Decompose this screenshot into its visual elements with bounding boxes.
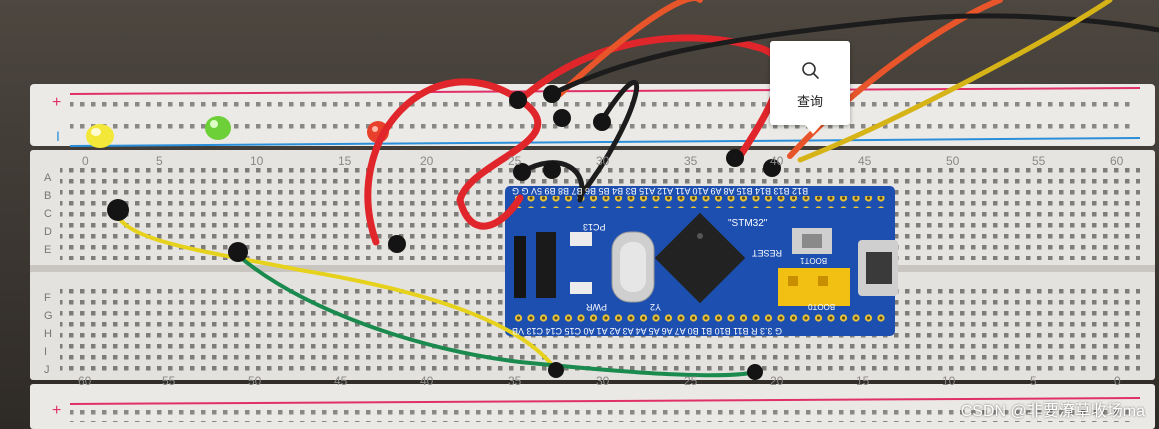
column-number: 40 (420, 374, 434, 388)
board-bottom-pins: G 3.3 R B11 B10 B1 B0 A7 A6 A5 A4 A3 A2 … (512, 326, 783, 336)
column-number: 60 (78, 374, 92, 388)
column-number: 45 (334, 374, 348, 388)
column-number: 55 (162, 374, 176, 388)
board-label: Y2 (650, 302, 662, 312)
yellow-wire (797, 0, 1113, 163)
column-number: 50 (946, 154, 960, 168)
column-number: 35 (684, 154, 698, 168)
led-green (205, 116, 231, 140)
rail-minus-label: I (56, 128, 60, 144)
column-number: 40 (770, 154, 784, 168)
search-icon (802, 62, 819, 79)
board-label: BOOT0 (808, 302, 836, 311)
rail-plus-label: + (52, 94, 62, 111)
column-number: 0 (1114, 374, 1121, 388)
row-label: C (44, 208, 52, 220)
board-label: PC13 (583, 222, 606, 232)
row-label: A (44, 172, 52, 184)
board-top-pins: B12 B13 B14 B15 A8 A9 A10 A11 A12 A15 B3… (512, 186, 809, 196)
search-popup[interactable]: 查询 (770, 41, 850, 134)
column-number: 15 (338, 154, 352, 168)
orange-wire (557, 0, 703, 97)
boot-jumpers (778, 268, 850, 306)
column-number: 30 (596, 154, 610, 168)
column-number: 55 (1032, 154, 1046, 168)
column-number: 5 (1030, 374, 1037, 388)
column-number: 25 (684, 374, 698, 388)
column-number: 35 (508, 374, 522, 388)
column-number: 5 (156, 154, 163, 168)
column-number: 25 (508, 154, 522, 168)
rail-plus-label: + (52, 402, 62, 419)
column-number: 0 (82, 154, 89, 168)
column-number: 20 (420, 154, 434, 168)
board-label: RESET (752, 248, 783, 258)
column-number: 20 (770, 374, 784, 388)
column-number: 15 (856, 374, 870, 388)
red-rail-line (69, 87, 1141, 95)
row-label: B (44, 190, 52, 202)
row-label: D (44, 226, 52, 238)
green-wire (232, 250, 758, 378)
watermark: CSDN @非要潦草收场ma (960, 403, 1145, 420)
search-label: 查询 (796, 94, 823, 109)
column-number: 30 (596, 374, 610, 388)
blue-rail-line (69, 137, 1141, 147)
led-yellow (86, 124, 114, 148)
column-number: 10 (250, 154, 264, 168)
row-label: H (44, 328, 52, 340)
column-number: 50 (248, 374, 262, 388)
column-number: 10 (942, 374, 956, 388)
row-label: E (44, 244, 52, 256)
board-label: BOOT1 (800, 256, 828, 265)
row-label: I (44, 346, 48, 358)
chip-label: "STM32" (728, 218, 768, 229)
stm32-board (505, 186, 898, 336)
column-number: 60 (1110, 154, 1124, 168)
column-number: 45 (858, 154, 872, 168)
row-label: J (44, 364, 50, 376)
red-wire (364, 78, 542, 246)
row-label: G (44, 310, 53, 322)
wire-plugs (107, 85, 781, 380)
row-label: F (44, 292, 51, 304)
black-wire (545, 13, 1159, 99)
board-label: PWR (586, 302, 607, 312)
